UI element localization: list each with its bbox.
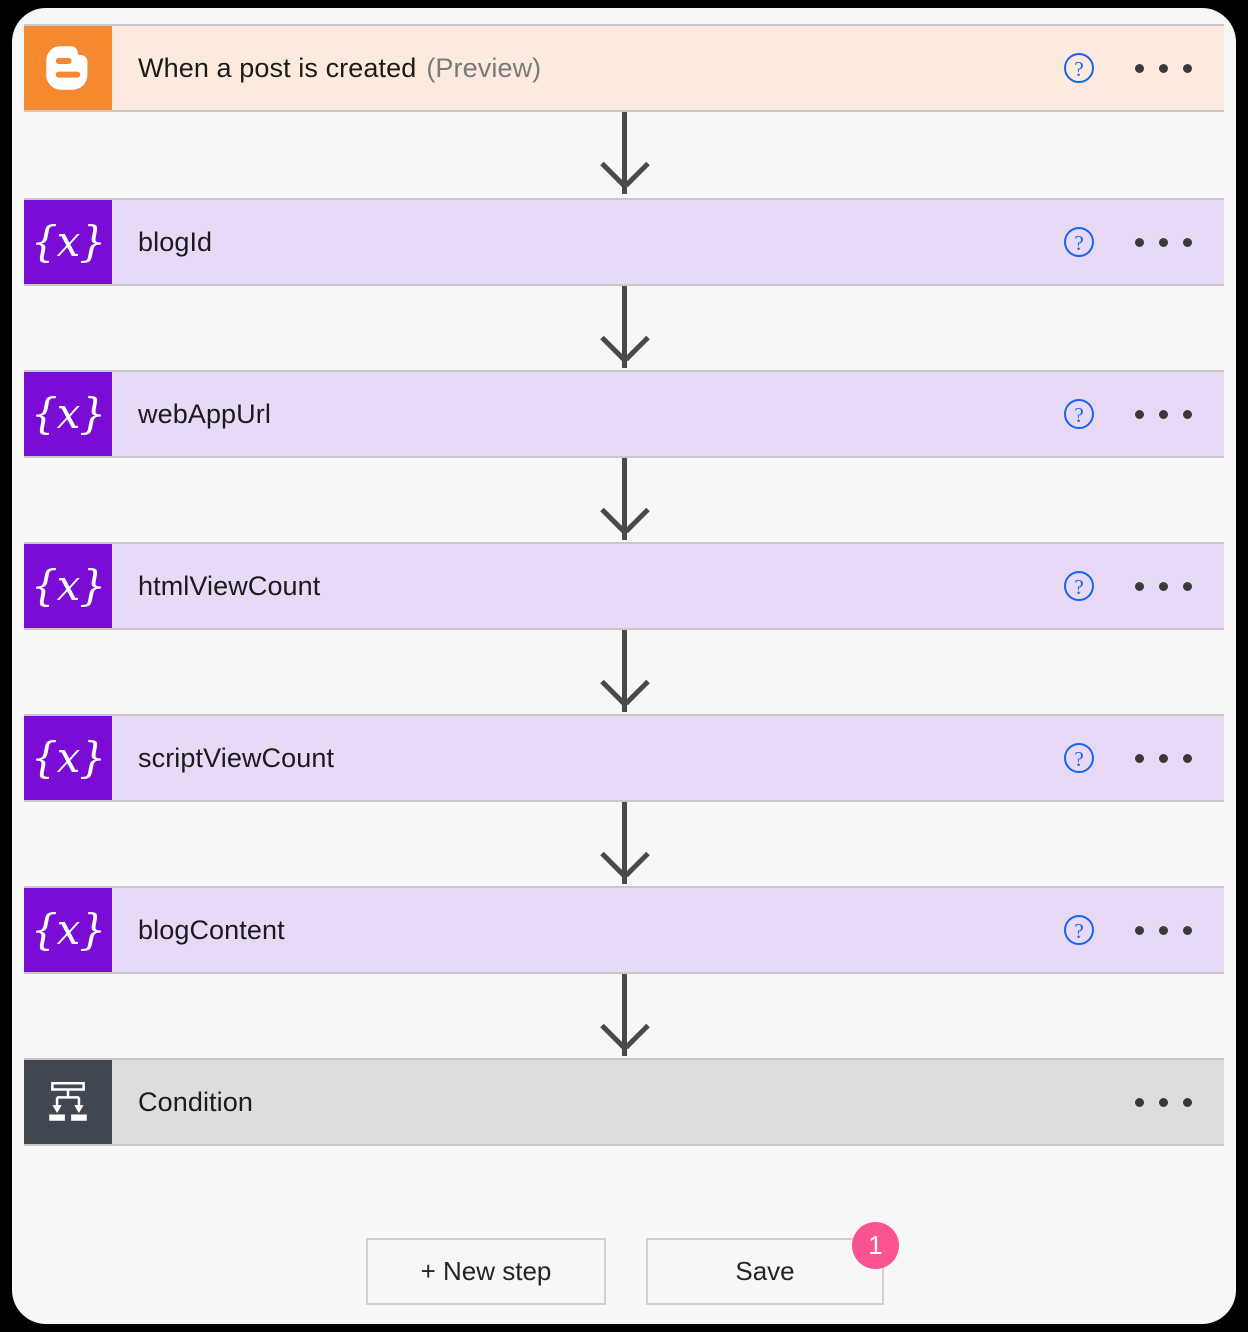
variable-glyph: {x}	[30, 389, 106, 438]
flow-step-title: webAppUrl	[112, 372, 1064, 456]
variable-glyph: {x}	[30, 561, 106, 610]
dot	[1158, 1097, 1168, 1107]
flow-step-condition[interactable]: Condition	[24, 1058, 1224, 1146]
dot	[1134, 237, 1144, 247]
flow-step-title: blogId	[112, 200, 1064, 284]
variable-glyph: {x}	[30, 733, 106, 782]
dot	[1134, 753, 1144, 763]
flow-step-title: htmlViewCount	[112, 544, 1064, 628]
flow-step-webappurl[interactable]: {x} webAppUrl ?	[24, 370, 1224, 458]
flow-step-actions: ?	[1064, 200, 1224, 284]
more-options-icon[interactable]	[1132, 581, 1194, 591]
help-icon[interactable]: ?	[1064, 53, 1094, 83]
flow-step-title-text: blogId	[138, 226, 213, 257]
help-icon[interactable]: ?	[1064, 227, 1094, 257]
dot	[1182, 925, 1192, 935]
more-options-icon[interactable]	[1132, 237, 1194, 247]
flow-step-title-text: webAppUrl	[138, 398, 271, 429]
help-icon[interactable]: ?	[1064, 743, 1094, 773]
new-step-button[interactable]: + New step	[366, 1238, 606, 1305]
flow-step-title-text: Condition	[138, 1086, 253, 1117]
dot	[1182, 753, 1192, 763]
dot	[1134, 409, 1144, 419]
dot	[1158, 63, 1168, 73]
save-button[interactable]: Save	[646, 1238, 884, 1305]
help-icon[interactable]: ?	[1064, 399, 1094, 429]
flow-step-title-text: scriptViewCount	[138, 742, 335, 773]
dot	[1182, 581, 1192, 591]
flow-step-actions: ?	[1064, 716, 1224, 800]
more-options-icon[interactable]	[1132, 753, 1194, 763]
flow-step-trigger[interactable]: When a post is created (Preview) ?	[24, 24, 1224, 112]
more-options-icon[interactable]	[1132, 63, 1194, 73]
dot	[1134, 63, 1144, 73]
variable-glyph: {x}	[30, 905, 106, 954]
flow-step-title: Condition	[112, 1060, 1132, 1144]
flow-step-title-suffix: (Preview)	[426, 52, 542, 83]
variable-braces-icon: {x}	[24, 716, 112, 800]
condition-branch-icon	[24, 1060, 112, 1144]
flow-step-actions: ?	[1064, 888, 1224, 972]
dot	[1134, 581, 1144, 591]
connector-arrow	[600, 802, 650, 884]
more-options-icon[interactable]	[1132, 925, 1194, 935]
flow-step-blogcontent[interactable]: {x} blogContent ?	[24, 886, 1224, 974]
notification-badge: 1	[852, 1222, 899, 1269]
dot	[1182, 63, 1192, 73]
connector-arrow	[600, 974, 650, 1056]
flow-step-title: blogContent	[112, 888, 1064, 972]
flow-step-blogid[interactable]: {x} blogId ?	[24, 198, 1224, 286]
connector-arrow	[600, 112, 650, 194]
dot	[1158, 237, 1168, 247]
variable-braces-icon: {x}	[24, 544, 112, 628]
flow-step-actions	[1132, 1060, 1224, 1144]
flow-step-actions: ?	[1064, 544, 1224, 628]
more-options-icon[interactable]	[1132, 409, 1194, 419]
flow-step-title-text: htmlViewCount	[138, 570, 321, 601]
blogger-icon	[24, 26, 112, 110]
variable-braces-icon: {x}	[24, 200, 112, 284]
dot	[1134, 925, 1144, 935]
dot	[1158, 581, 1168, 591]
dot	[1134, 1097, 1144, 1107]
flow-step-title: When a post is created (Preview)	[112, 26, 1064, 110]
flow-step-title-text: When a post is created	[138, 52, 417, 83]
variable-braces-icon: {x}	[24, 372, 112, 456]
flow-footer-actions: + New step Save 1	[0, 1222, 1248, 1308]
dot	[1158, 753, 1168, 763]
dot	[1158, 409, 1168, 419]
help-icon[interactable]: ?	[1064, 915, 1094, 945]
flow-step-htmlviewcount[interactable]: {x} htmlViewCount ?	[24, 542, 1224, 630]
flow-step-scriptviewcount[interactable]: {x} scriptViewCount ?	[24, 714, 1224, 802]
flow-step-title: scriptViewCount	[112, 716, 1064, 800]
connector-arrow	[600, 458, 650, 540]
dot	[1182, 1097, 1192, 1107]
connector-arrow	[600, 630, 650, 712]
flow-step-actions: ?	[1064, 26, 1224, 110]
connector-arrow	[600, 286, 650, 368]
flow-step-title-text: blogContent	[138, 914, 285, 945]
help-icon[interactable]: ?	[1064, 571, 1094, 601]
more-options-icon[interactable]	[1132, 1097, 1194, 1107]
dot	[1158, 925, 1168, 935]
variable-glyph: {x}	[30, 217, 106, 266]
dot	[1182, 237, 1192, 247]
flow-step-actions: ?	[1064, 372, 1224, 456]
variable-braces-icon: {x}	[24, 888, 112, 972]
dot	[1182, 409, 1192, 419]
